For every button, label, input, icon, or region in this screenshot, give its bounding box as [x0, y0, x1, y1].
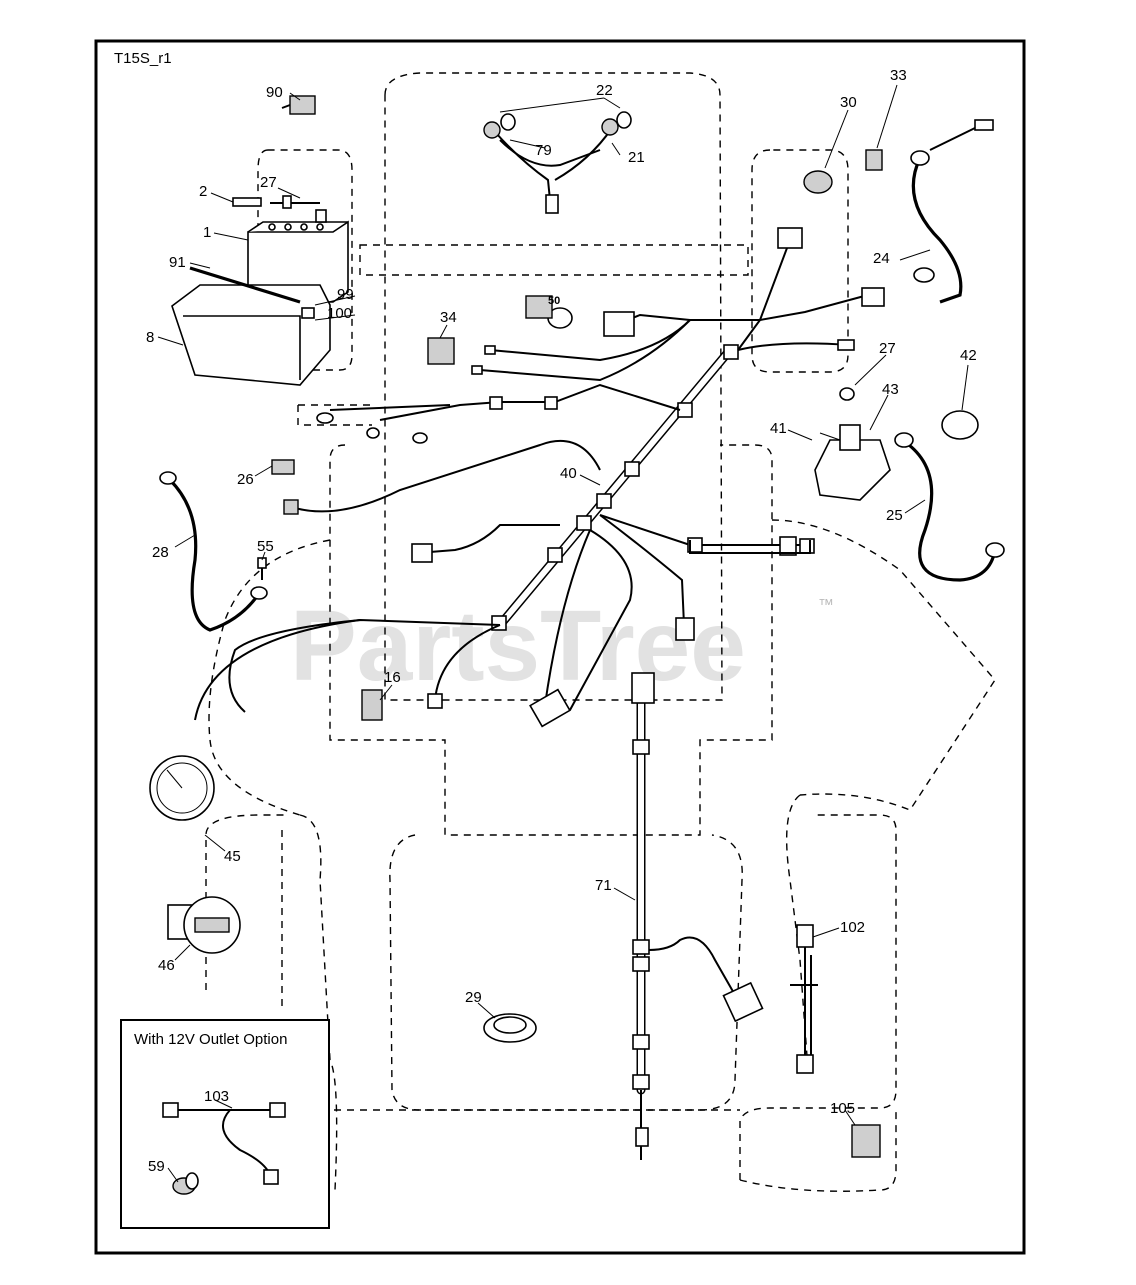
callout-91: 91 [169, 254, 186, 271]
callout-1: 1 [203, 224, 211, 241]
callout-24: 24 [873, 250, 890, 267]
callout-71: 71 [595, 877, 612, 894]
callout-55: 55 [257, 538, 274, 555]
solenoid-43 [814, 439, 891, 501]
callout-16: 16 [384, 669, 401, 686]
callout-30: 30 [840, 94, 857, 111]
headlight-harness [483, 111, 632, 214]
callout-99: 99 [337, 286, 354, 303]
callout-26: 26 [237, 471, 254, 488]
part-33 [865, 149, 883, 171]
callout-59: 59 [148, 1158, 165, 1175]
callout-90: 90 [266, 84, 283, 101]
callout-22: 22 [596, 82, 613, 99]
callout-50: 50 [548, 295, 560, 307]
callout-43: 43 [882, 381, 899, 398]
callout-27-solenoid: 27 [879, 340, 896, 357]
harness-71 [631, 672, 764, 1160]
callout-8: 8 [146, 329, 154, 346]
callout-34: 34 [440, 309, 457, 326]
watermark-tm: ™ [818, 597, 834, 614]
part-105 [851, 1124, 881, 1158]
screw-55 [257, 557, 267, 569]
right-side-parts [803, 119, 1005, 582]
callout-29: 29 [465, 989, 482, 1006]
callout-79: 79 [535, 142, 552, 159]
ignition-switch-30 [803, 170, 833, 194]
callout-40: 40 [560, 465, 577, 482]
leader-lines [157, 84, 969, 1183]
bottom-parts [483, 1013, 881, 1158]
inset-title: With 12V Outlet Option [134, 1031, 287, 1048]
callout-42: 42 [960, 347, 977, 364]
callout-2: 2 [199, 183, 207, 200]
callout-45: 45 [224, 848, 241, 865]
outlet-connector-b [269, 1102, 286, 1118]
diagram-id: T15S_r1 [114, 50, 172, 67]
left-side-parts [149, 295, 573, 954]
callout-105: 105 [830, 1100, 855, 1117]
boot-42 [941, 410, 979, 440]
tractor-outline [205, 72, 996, 1192]
switch-16 [361, 689, 383, 721]
callout-102: 102 [840, 919, 865, 936]
diagram-frame [94, 39, 1026, 1255]
callout-46: 46 [158, 957, 175, 974]
harness-connectors [283, 227, 885, 728]
battery-assembly [171, 95, 349, 386]
callout-41: 41 [770, 420, 787, 437]
inset-box [120, 1019, 330, 1229]
outlet-connector-c [263, 1169, 279, 1185]
headlight-left [483, 121, 501, 139]
callout-28: 28 [152, 544, 169, 561]
callout-25: 25 [886, 507, 903, 524]
fuse-26 [271, 459, 295, 475]
callout-33: 33 [890, 67, 907, 84]
outlet-option-inset: With 12V Outlet Option [120, 1019, 330, 1229]
callout-labels: 90 2 27 1 91 99 100 8 22 79 21 34 50 30 … [146, 67, 977, 1175]
callout-103: 103 [204, 1088, 229, 1105]
headlight-right [601, 118, 619, 136]
outlet-connector-a [162, 1102, 179, 1118]
washer-27 [839, 387, 855, 401]
callout-27-battery: 27 [260, 174, 277, 191]
harness-102 [790, 924, 818, 1074]
callout-21: 21 [628, 149, 645, 166]
callout-100: 100 [327, 305, 352, 322]
relay-90 [289, 95, 316, 115]
part-34 [427, 337, 455, 365]
